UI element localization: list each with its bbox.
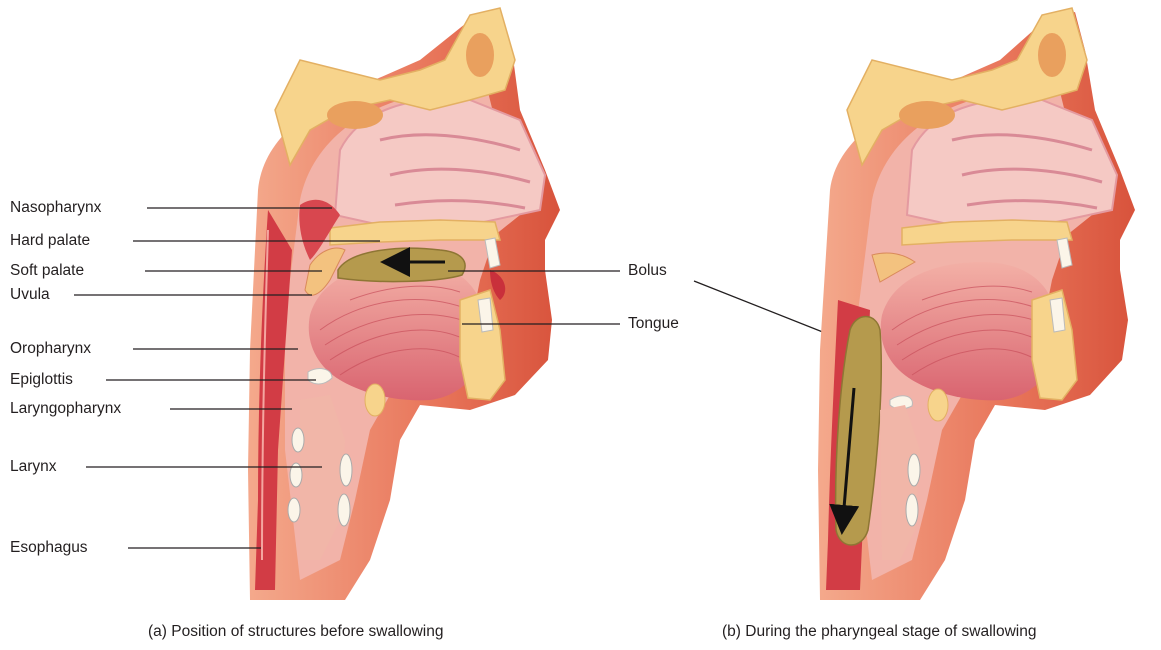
caption-a: (a) Position of structures before swallo… <box>148 623 444 641</box>
label-oropharynx: Oropharynx <box>10 340 91 358</box>
label-laryngopharynx: Laryngopharynx <box>10 400 121 418</box>
label-tongue: Tongue <box>628 315 679 333</box>
label-hard-palate: Hard palate <box>10 232 90 250</box>
head-section-a <box>248 8 560 600</box>
label-bolus: Bolus <box>628 262 667 280</box>
label-larynx: Larynx <box>10 458 57 476</box>
label-soft-palate: Soft palate <box>10 262 84 280</box>
label-epiglottis: Epiglottis <box>10 371 73 389</box>
label-esophagus: Esophagus <box>10 539 88 557</box>
caption-b: (b) During the pharyngeal stage of swall… <box>722 623 1036 641</box>
label-nasopharynx: Nasopharynx <box>10 199 101 217</box>
label-uvula: Uvula <box>10 286 50 304</box>
head-section-b <box>818 8 1135 600</box>
